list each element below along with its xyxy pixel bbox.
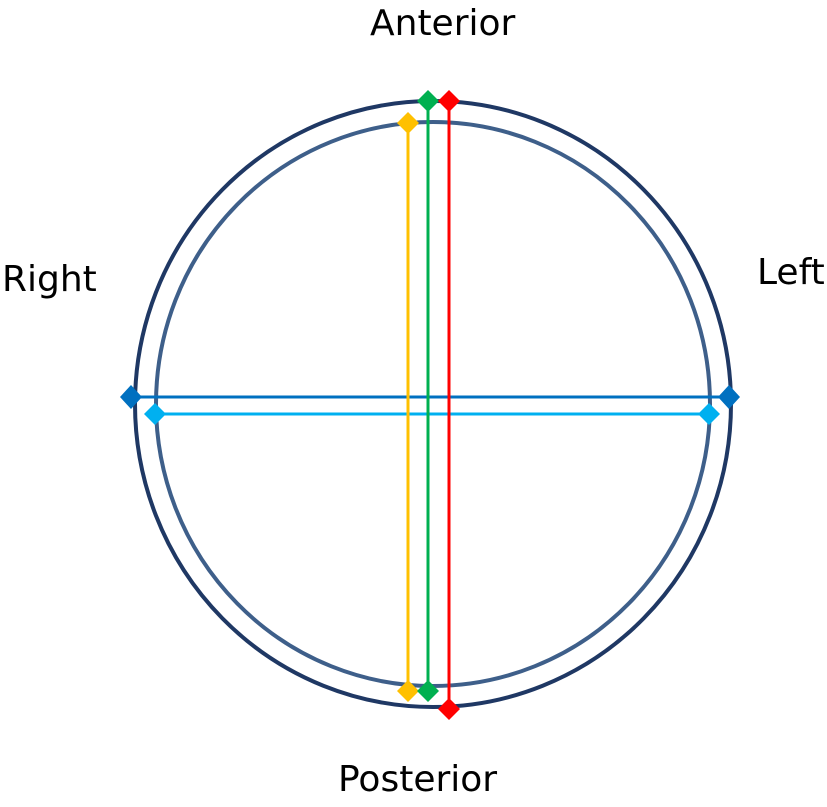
outer-ring (133, 99, 733, 709)
light-blue-left-marker (698, 403, 720, 425)
green-posterior-marker (417, 680, 439, 702)
green-anterior-marker (417, 90, 439, 112)
inner-ring (154, 120, 712, 688)
light-blue-right-marker (144, 403, 166, 425)
yellow-posterior-marker (397, 680, 419, 702)
red-posterior-marker (438, 698, 460, 720)
red-anterior-marker (438, 90, 460, 112)
left-label: Left (757, 252, 825, 293)
right-label: Right (2, 259, 97, 300)
yellow-anterior-marker (397, 112, 419, 134)
dark-blue-left-marker (718, 385, 740, 409)
dark-blue-right-marker (120, 385, 142, 409)
posterior-label: Posterior (338, 759, 498, 800)
anterior-label: Anterior (370, 3, 516, 44)
